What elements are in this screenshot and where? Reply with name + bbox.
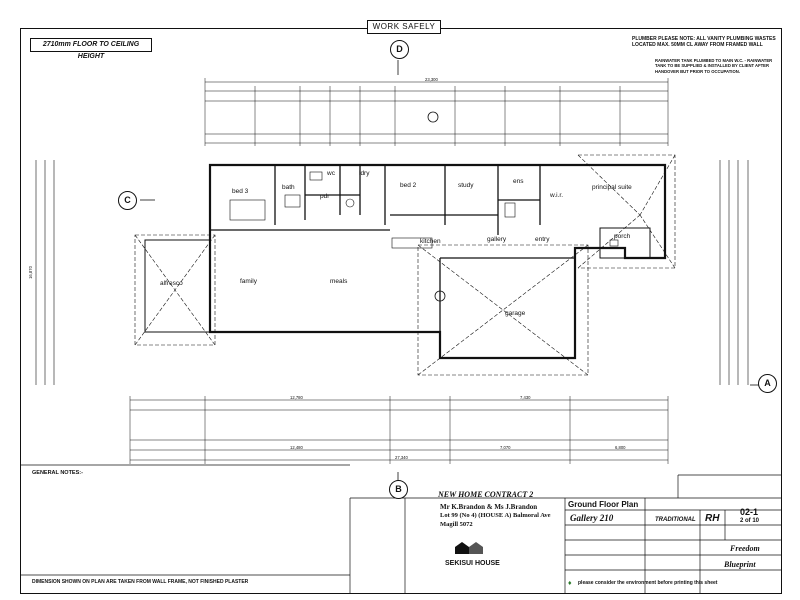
room-wc: wc bbox=[327, 170, 335, 177]
room-ens: ens bbox=[513, 178, 524, 185]
plumber-note: PLUMBER PLEASE NOTE: ALL VANITY PLUMBING… bbox=[632, 36, 776, 48]
dim-bottom-overall: 27,340 bbox=[395, 455, 408, 460]
room-porch: porch bbox=[614, 233, 631, 240]
room-principal-suite: principal suite bbox=[592, 184, 632, 191]
room-pdr: pdr bbox=[320, 193, 330, 200]
dim-upper-right: 7,430 bbox=[520, 395, 531, 400]
room-bath: bath bbox=[282, 184, 295, 191]
room-meals: meals bbox=[330, 278, 348, 285]
house-name: Gallery 210 bbox=[570, 513, 614, 523]
room-gallery: gallery bbox=[487, 236, 507, 243]
room-bed2: bed 2 bbox=[400, 182, 417, 189]
environment-note: please consider the environment before p… bbox=[578, 580, 718, 586]
drawing-sheet-border bbox=[20, 28, 782, 594]
room-wir: w.i.r. bbox=[550, 192, 564, 199]
general-notes-title: GENERAL NOTES:- bbox=[32, 470, 83, 476]
dimension-footer-note: DIMENSION SHOWN ON PLAN ARE TAKEN FROM W… bbox=[32, 579, 249, 585]
room-garage: garage bbox=[505, 310, 526, 317]
room-ldry: ldry bbox=[359, 170, 370, 177]
room-study: study bbox=[458, 182, 474, 189]
room-entry: entry bbox=[535, 236, 550, 243]
dim-top-overall: 23,300 bbox=[425, 77, 438, 82]
room-family: family bbox=[240, 278, 257, 285]
dim-bottom-right: 6,800 bbox=[615, 445, 626, 450]
dim-bottom-mid: 7,070 bbox=[500, 445, 511, 450]
suburb: Magill 5072 bbox=[440, 521, 473, 528]
elevation-ref-d: D bbox=[390, 40, 409, 59]
work-safely-banner: WORK SAFELY bbox=[367, 20, 441, 34]
blueprint-label: Blueprint bbox=[724, 560, 756, 569]
contract-title: NEW HOME CONTRACT 2 bbox=[438, 490, 534, 499]
sheet-number: 02-1 bbox=[740, 507, 759, 517]
facade-name: Freedom bbox=[730, 544, 760, 553]
elevation-ref-b: B bbox=[389, 480, 408, 499]
sheet-of: 2 of 10 bbox=[740, 518, 760, 524]
room-kitchen: kitchen bbox=[420, 238, 441, 245]
dim-bottom-left: 12,480 bbox=[290, 445, 303, 450]
plan-title: Ground Floor Plan bbox=[568, 500, 639, 509]
rainwater-note: RAINWATER TANK PLUMBED TO MAIN W.C. - RA… bbox=[655, 58, 773, 74]
style-label: TRADITIONAL bbox=[655, 517, 696, 523]
ceiling-height-box: 2710mm FLOOR TO CEILING HEIGHT bbox=[30, 38, 152, 60]
company-name: SEKISUI HOUSE bbox=[445, 560, 500, 567]
lot-address: Lot 99 (No 4) (HOUSE A) Balmoral Ave bbox=[440, 512, 551, 519]
dim-left-side: 16,870 bbox=[27, 266, 33, 279]
drawn-by: RH bbox=[705, 513, 720, 524]
leaf-icon: ♦ bbox=[568, 580, 572, 587]
room-alfresco: alfresco bbox=[160, 280, 183, 287]
elevation-ref-c: C bbox=[118, 191, 137, 210]
client-names: Mr K.Brandon & Ms J.Brandon bbox=[440, 503, 538, 511]
dim-upper-left: 12,780 bbox=[290, 395, 303, 400]
elevation-ref-a: A bbox=[758, 374, 777, 393]
room-bed3: bed 3 bbox=[232, 188, 249, 195]
